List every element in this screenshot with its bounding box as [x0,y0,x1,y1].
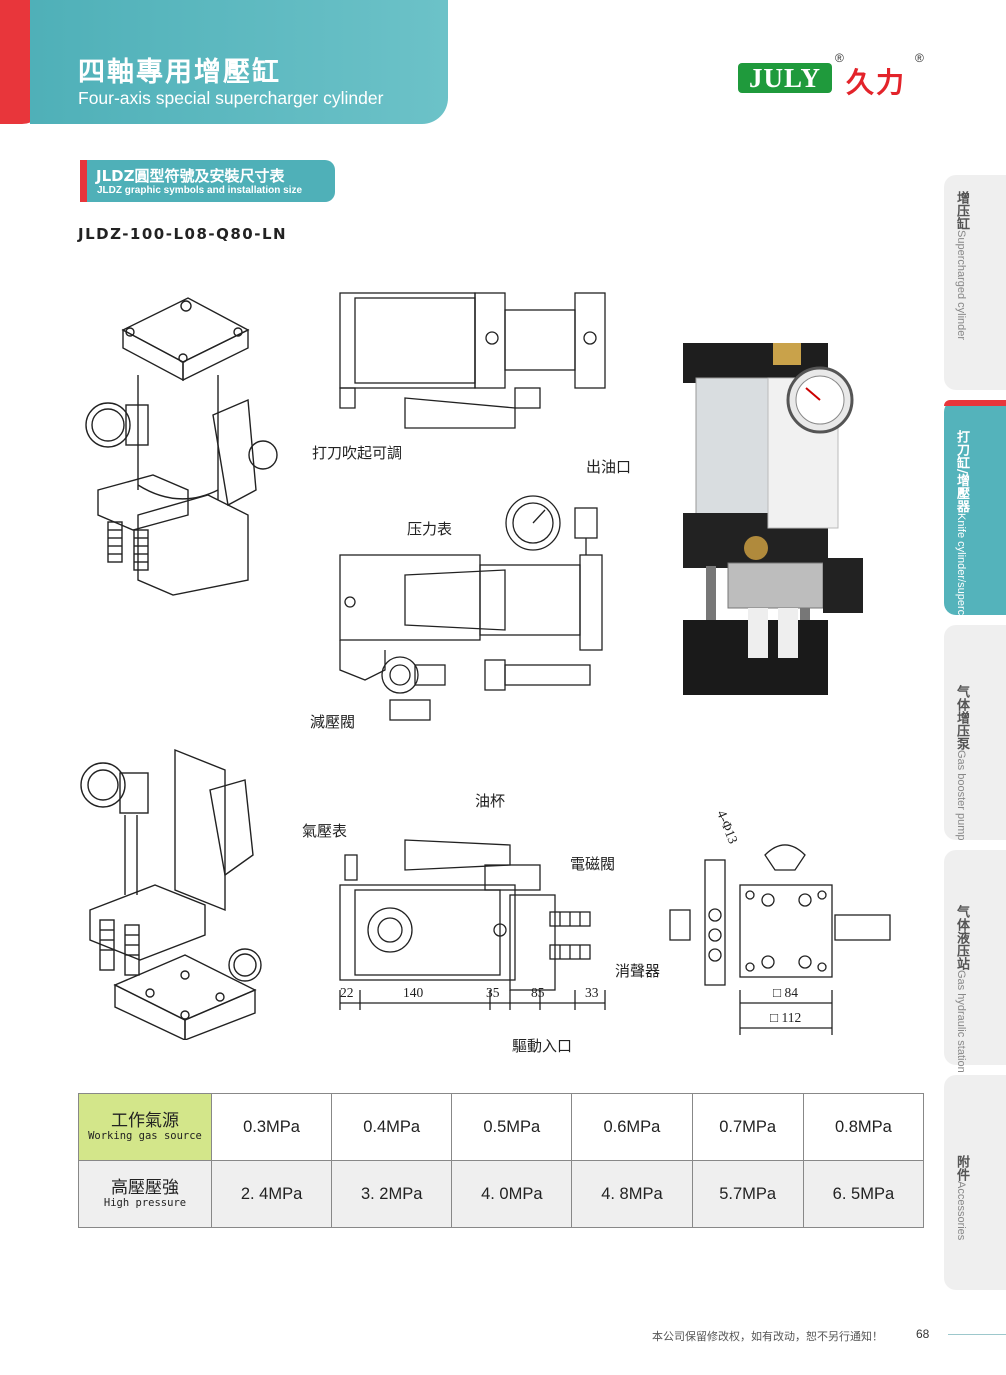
side-tab-accessories[interactable]: 附件Accessories [944,1075,1006,1290]
section-tag: JLDZ圓型符號及安裝尺寸表 JLDZ graphic symbols and … [80,160,335,202]
label-oil-cup: 油杯 [475,792,506,810]
label-reducing-valve: 減壓閥 [310,713,356,731]
side-tab-gas-booster-pump[interactable]: 气体增压泵Gas booster pump [944,625,1006,841]
side-view-middle-drawing [339,495,603,721]
table-cell: 0.7MPa [691,1093,804,1161]
label-solenoid-valve: 電磁閥 [570,855,616,873]
page-title: 四軸專用增壓缸 [78,57,281,88]
registered-mark: ® [835,51,844,65]
label-air-gauge: 氣壓表 [302,822,348,840]
table-cell: 0.8MPa [802,1093,925,1161]
side-tab-knife-cylinder[interactable]: 打刀缸/增壓器Knife cylinder/supercharger [944,400,1006,647]
logo-chinese: 久力 [846,66,907,99]
label-silencer: 消聲器 [615,962,661,980]
side-tab-label: 气体液压站 [954,905,969,970]
side-tab-sublabel: Knife cylinder/supercharger [955,512,967,647]
dimension-140: 140 [403,985,424,1000]
table-cell: 4. 0MPa [451,1160,573,1228]
active-tab-indicator [944,400,1006,406]
row-header-zh: 工作氣源 [111,1110,179,1131]
registered-mark: ® [915,51,924,65]
table-cell: 0.5MPa [451,1093,573,1161]
front-view-drawing [669,844,891,1035]
side-tab-sublabel: Supercharged cylinder [955,230,967,341]
table-cell: 6. 5MPa [802,1160,925,1228]
dimension-33: 33 [585,985,599,1000]
isometric-drawing-bottom [80,748,262,1040]
table-cell: 0.6MPa [571,1093,693,1161]
section-subtitle: JLDZ graphic symbols and installation si… [97,185,303,196]
label-drive-inlet: 驅動入口 [512,1037,573,1055]
side-tab-sublabel: Gas booster pump [955,750,967,841]
dimension-sq112: □ 112 [770,1010,802,1025]
side-tab-supercharged-cylinder[interactable]: 增压缸Supercharged cylinder [944,175,1006,390]
section-tag-accent [80,160,87,202]
product-photo [683,343,863,695]
side-tab-label: 增压缸 [954,191,969,230]
footer-notice: 本公司保留修改权，如有改动，恕不另行通知！ [652,1330,883,1343]
side-tab-gas-hydraulic-station[interactable]: 气体液压站Gas hydraulic station [944,850,1006,1073]
dimension-35: 35 [486,985,500,1000]
logo-july: JULY [738,63,832,93]
header-banner: 四軸專用增壓缸 Four-axis special supercharger c… [0,0,448,124]
july-logo: JULY ® 久力 ® [738,51,928,100]
label-oil-outlet: 出油口 [586,458,632,476]
table-cell: 2. 4MPa [210,1160,333,1228]
side-tab-label: 附件 [954,1155,969,1181]
side-view-bottom-drawing [339,839,606,1010]
table-cell: 3. 2MPa [331,1160,453,1228]
page-number: 68 [916,1327,930,1341]
section-title: JLDZ圓型符號及安裝尺寸表 [96,167,285,185]
dimension-sq84: □ 84 [773,985,799,1000]
label-knife-blow: 打刀吹起可調 [312,444,403,462]
row-header-en: Working gas source [88,1129,202,1142]
side-view-top-drawing [339,292,606,429]
table-cell: 4. 8MPa [571,1160,693,1228]
page-subtitle: Four-axis special supercharger cylinder [78,88,384,108]
header-teal-band [30,0,448,124]
dimension-22: 22 [340,985,354,1000]
isometric-drawing-top [85,297,278,596]
table-cell: 0.3MPa [210,1093,333,1161]
side-tab-label: 打刀缸/增壓器 [954,430,969,513]
dimension-85: 85 [531,985,545,1000]
table-cell: 0.4MPa [331,1093,453,1161]
side-tab-sublabel: Gas hydraulic station [955,970,967,1073]
label-pressure-gauge: 压力表 [407,520,453,538]
model-number: JLDZ-100-L08-Q80-LN [78,225,288,243]
row-header-zh: 高壓壓強 [111,1177,179,1198]
side-tab-label: 气体增压泵 [954,685,969,750]
table-cell: 5.7MPa [691,1160,804,1228]
footer-line [948,1334,1006,1335]
row-header-en: High pressure [103,1196,187,1209]
side-tab-sublabel: Accessories [955,1181,967,1241]
